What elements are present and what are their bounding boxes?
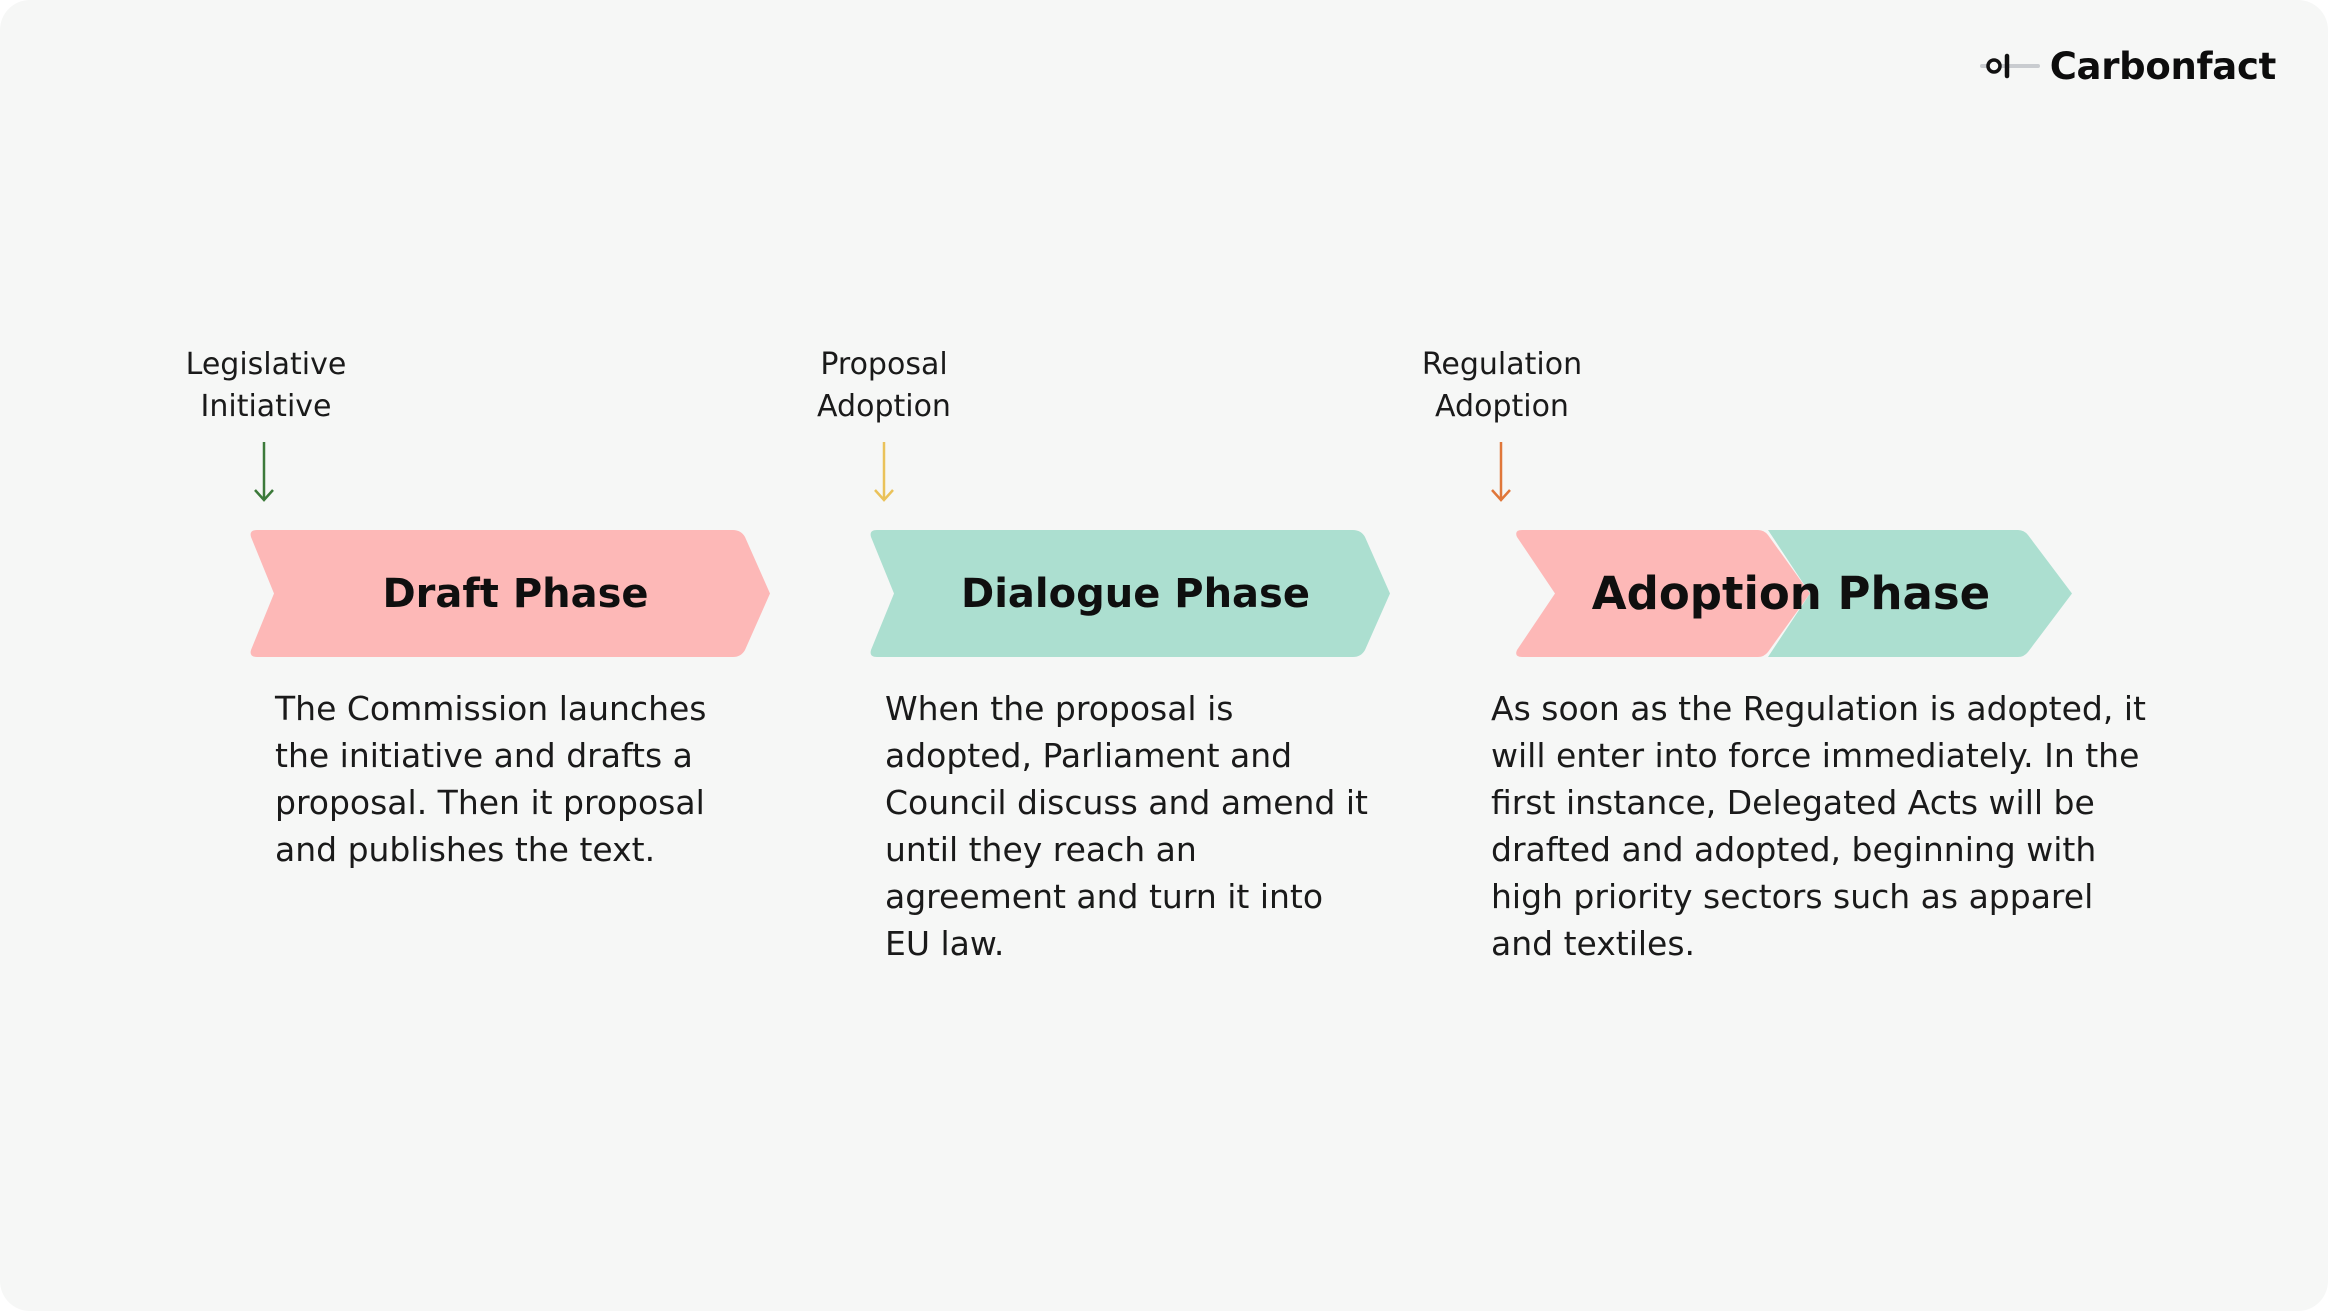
milestone-label: Regulation Adoption <box>1421 347 1583 424</box>
milestone-label: Legislative Initiative <box>185 347 347 424</box>
carbonfact-logo-icon <box>1979 53 2040 79</box>
phase-description-dialogue: When the proposal is adopted, Parliament… <box>885 689 1368 963</box>
brand-logo[interactable]: Carbonfact <box>1979 40 2277 92</box>
phase-chevron-adoption: Adoption Phase <box>1510 530 2072 657</box>
brand-name: Carbonfact <box>2049 44 2277 88</box>
arrow-down-icon <box>1491 442 1511 502</box>
phase-chevron-dialogue: Dialogue Phase <box>865 530 1390 657</box>
phase-title: Draft Phase <box>382 570 649 617</box>
arrow-down-icon <box>254 442 274 502</box>
milestone-proposal-adoption: Proposal Adoption <box>778 344 990 428</box>
milestone-regulation-adoption: Regulation Adoption <box>1396 344 1608 428</box>
phase-chevron-draft: Draft Phase <box>245 530 770 657</box>
phase-title: Dialogue Phase <box>961 570 1310 617</box>
phase-description-draft: The Commission launches the initiative a… <box>275 689 707 869</box>
milestone-label: Proposal Adoption <box>817 347 951 424</box>
milestone-legislative-initiative: Legislative Initiative <box>160 344 372 428</box>
arrow-down-icon <box>874 442 894 502</box>
phase-description-adoption: As soon as the Regulation is adopted, it… <box>1491 689 2146 963</box>
phase-title: Adoption Phase <box>1591 567 1991 620</box>
